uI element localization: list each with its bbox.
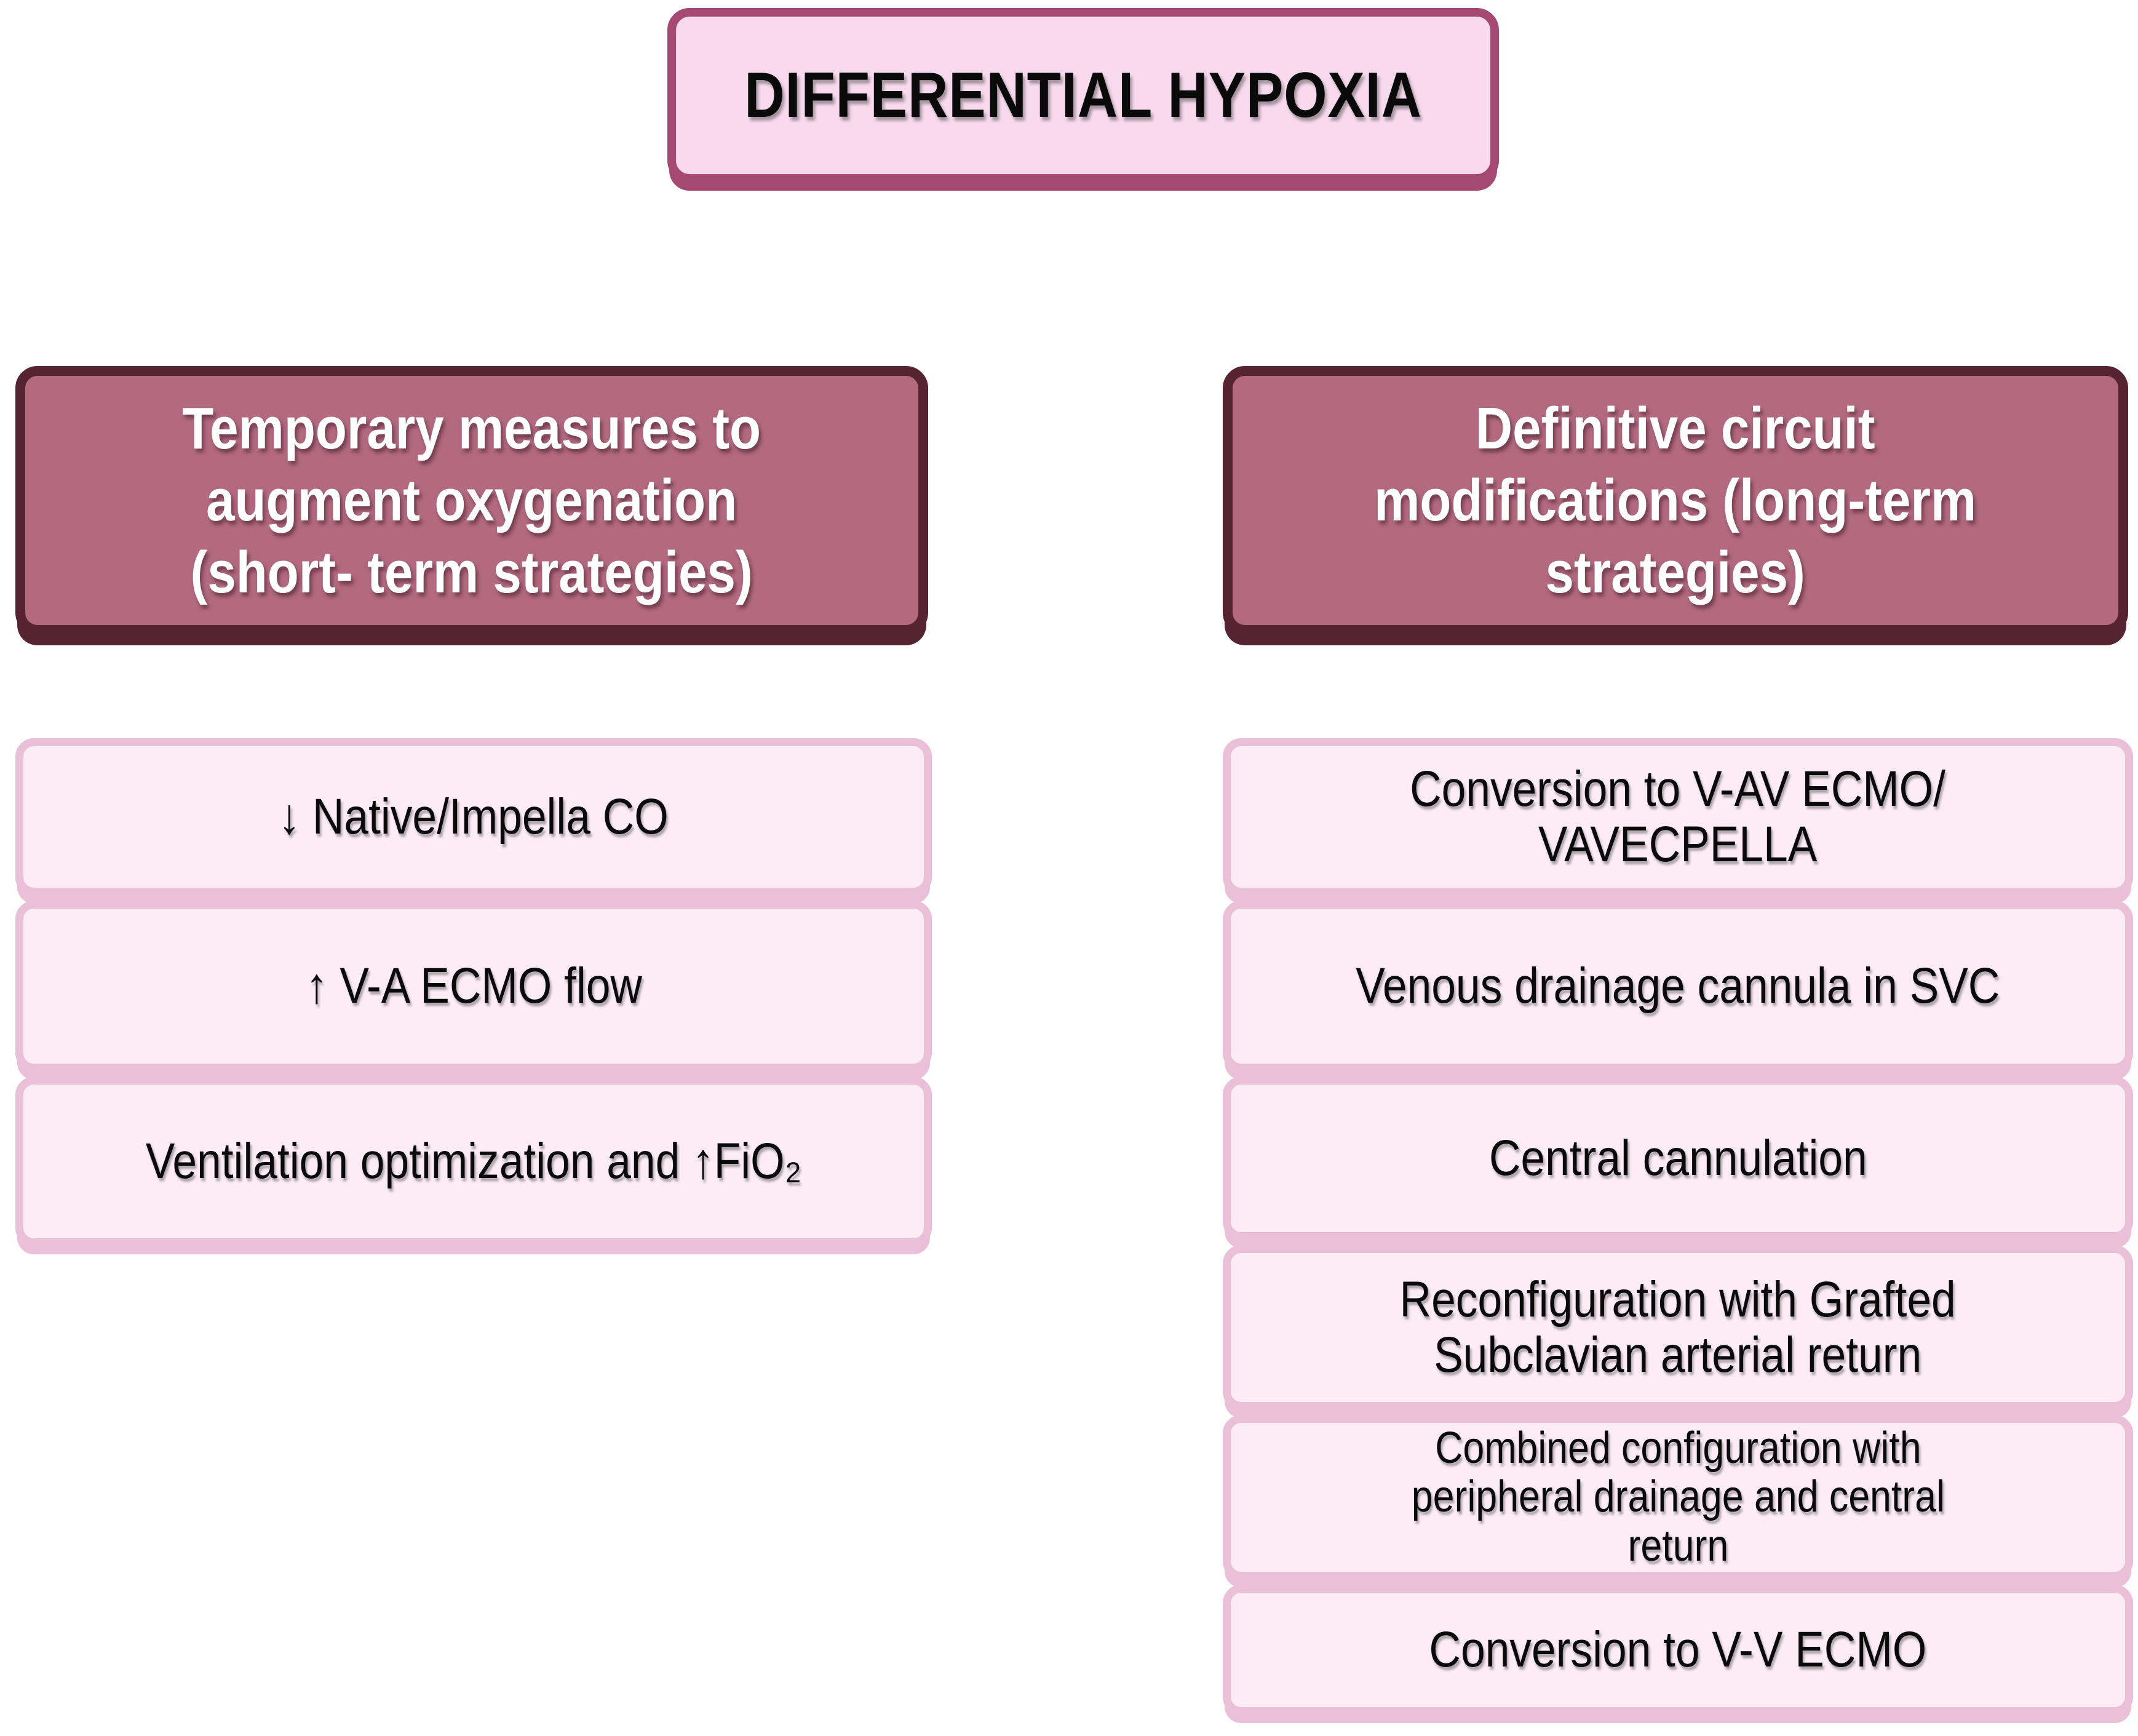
left-column-item-label: ↓ Native/Impella CO [278,788,669,845]
right-column-item: Central cannulation [1223,1077,2133,1240]
left-column-item-label: Ventilation optimization and ↑FiO₂ [145,1133,802,1189]
right-column-item: Conversion to V-AV ECMO/ VAVECPELLA [1223,738,2133,896]
title-box: DIFFERENTIAL HYPOXIA [667,8,1499,183]
right-column-header-label: Definitive circuit modifications (long-t… [1374,395,1977,606]
left-column-header-label: Temporary measures to augment oxygenatio… [182,395,761,606]
right-column-item-label: Central cannulation [1488,1129,1867,1186]
diagram-title: DIFFERENTIAL HYPOXIA [744,59,1422,131]
right-column-item: Venous drainage cannula in SVC [1223,901,2133,1072]
left-column-header: Temporary measures to augment oxygenatio… [15,366,928,635]
left-column-item-label: ↑ V-A ECMO flow [305,957,642,1014]
right-column-item: Combined configuration with peripheral d… [1223,1415,2133,1580]
right-column-item-label: Reconfiguration with Grafted Subclavian … [1399,1271,1957,1383]
right-column-item-label: Conversion to V-V ECMO [1429,1621,1927,1678]
left-column-item: Ventilation optimization and ↑FiO₂ [15,1077,932,1246]
left-column-item: ↑ V-A ECMO flow [15,901,932,1072]
right-column-item-label: Venous drainage cannula in SVC [1356,957,2000,1014]
right-column-item-label: Combined configuration with peripheral d… [1411,1423,1945,1571]
left-column-item: ↓ Native/Impella CO [15,738,932,896]
right-column-item: Conversion to V-V ECMO [1223,1585,2133,1715]
right-column-header: Definitive circuit modifications (long-t… [1223,366,2128,635]
right-column-item: Reconfiguration with Grafted Subclavian … [1223,1245,2133,1410]
right-column-item-label: Conversion to V-AV ECMO/ VAVECPELLA [1410,760,1946,872]
